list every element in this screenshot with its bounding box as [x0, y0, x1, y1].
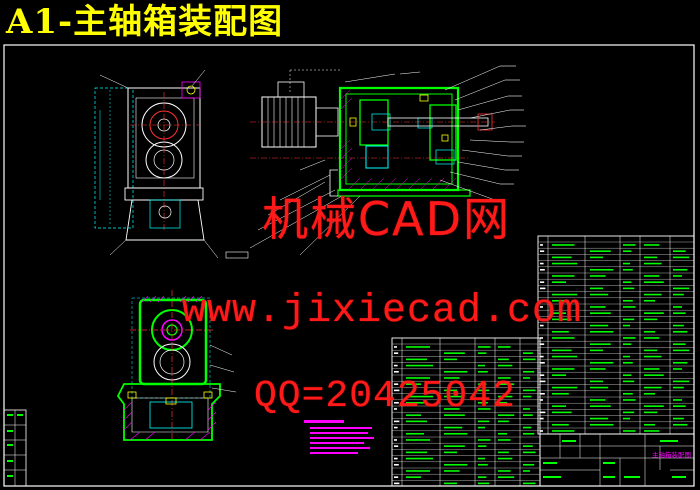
side-view [94, 69, 249, 259]
drawing-frame [3, 44, 695, 487]
drawing-title: A1-主轴箱装配图 [6, 2, 284, 42]
front-section-view [249, 65, 526, 256]
cross-section-view [116, 290, 237, 441]
parts-list-lower [391, 337, 541, 487]
title-block-drawing-name: 主轴箱装配图 [652, 450, 691, 459]
technical-notes [304, 420, 374, 454]
title-block: 主轴箱装配图 [539, 433, 695, 487]
watermark-qq: QQ=20425042 [254, 375, 516, 418]
watermark-url: www.jixiecad.com [182, 289, 583, 334]
parts-list-upper [537, 235, 695, 435]
revision-strip [3, 409, 27, 487]
watermark-site-name: 机械CAD网 [262, 192, 512, 246]
